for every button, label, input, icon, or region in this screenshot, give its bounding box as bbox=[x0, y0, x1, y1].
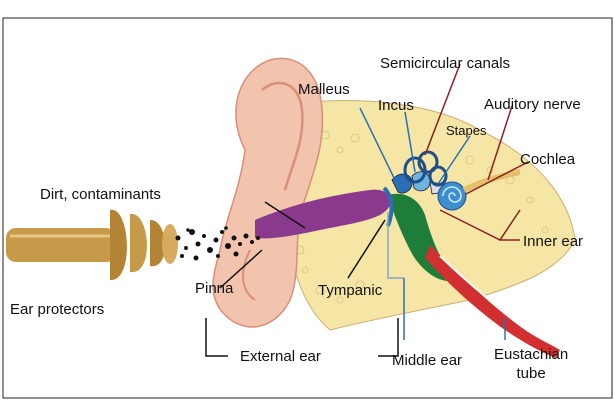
tympanic-label: Tympanic bbox=[318, 283, 382, 298]
ear-protector-icon bbox=[6, 210, 178, 280]
external-ear-label: External ear bbox=[240, 349, 321, 364]
middle-ear-label: Middle ear bbox=[392, 353, 462, 368]
eustachian-tube-label: Eustachian tube bbox=[494, 347, 568, 381]
dirt-contaminants-label: Dirt, contaminants bbox=[40, 187, 161, 202]
malleus-label: Malleus bbox=[298, 82, 350, 97]
cochlea-shape bbox=[438, 182, 466, 210]
inner-ear-label: Inner ear bbox=[523, 234, 583, 249]
auditory-nerve-label: Auditory nerve bbox=[484, 97, 581, 112]
pinna-label: Pinna bbox=[195, 281, 233, 296]
eustachian-tube-line2: tube bbox=[494, 366, 568, 381]
semicircular-canals-label: Semicircular canals bbox=[380, 56, 510, 71]
cochlea-label: Cochlea bbox=[520, 152, 575, 167]
stapes-label: Stapes bbox=[446, 124, 486, 137]
incus-label: Incus bbox=[378, 98, 414, 113]
eustachian-tube-line1: Eustachian bbox=[494, 347, 568, 362]
ear-protectors-label: Ear protectors bbox=[10, 302, 104, 317]
